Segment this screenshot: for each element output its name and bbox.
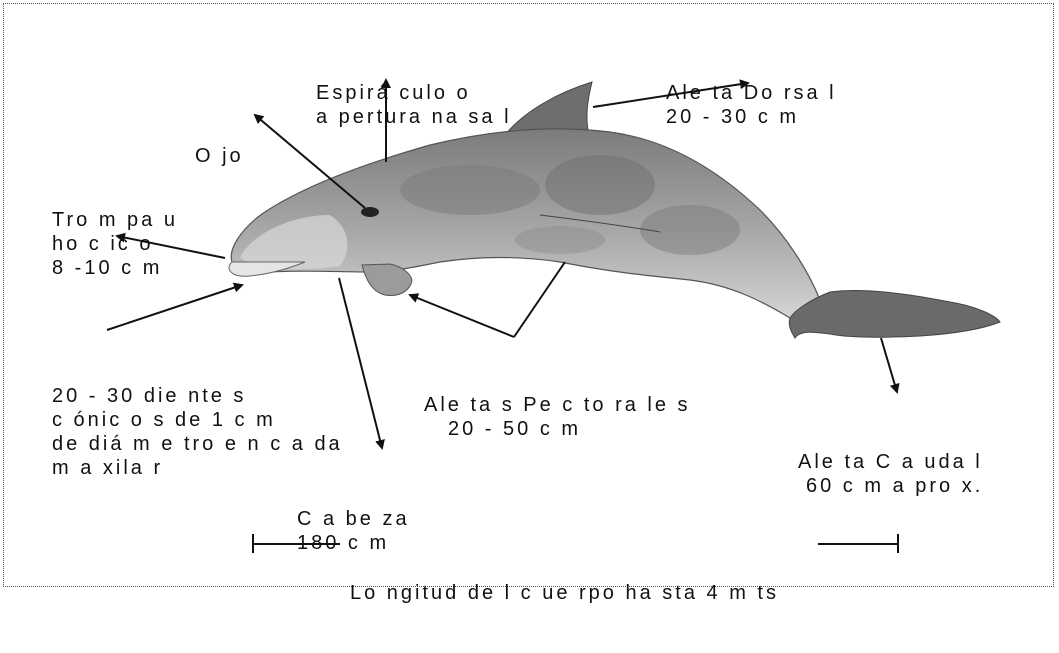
eye [361,207,379,217]
arrow-pectoral-a [410,295,514,337]
arrow-pectoral-b [514,262,565,337]
arrow-caudal [881,338,897,392]
label-eye: O jo [195,96,244,216]
label-body-length: Lo ngitud de l c ue rpo ha sta 4 m ts [350,533,779,653]
caudal-fin [789,290,1000,338]
arrow-head [339,278,382,448]
